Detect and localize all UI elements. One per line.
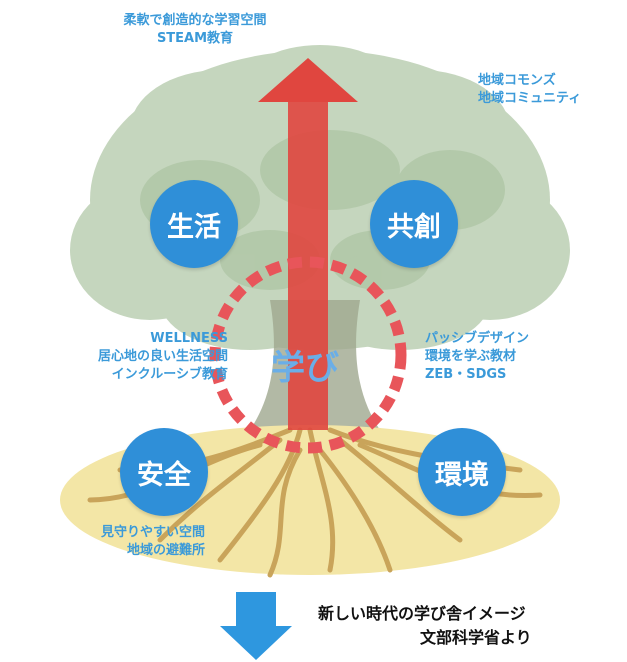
left-label-line: WELLNESS: [150, 331, 228, 346]
dashed-ring: [209, 256, 407, 454]
circle-seikatsu: 生活: [150, 180, 238, 268]
right-label-line: ZEB・SDGS: [425, 367, 507, 382]
top-label-line: 柔軟で創造的な学習空間: [123, 13, 267, 28]
top-label-line: STEAM教育: [156, 31, 234, 46]
blue-down-arrow: [220, 592, 292, 660]
right-label: パッシブデザイン 環境を学ぶ教材 ZEB・SDGS: [425, 330, 529, 384]
circle-kankyou: 環境: [418, 428, 506, 516]
footer-line-1: 新しい時代の学び舎イメージ: [318, 604, 526, 623]
top-label: 柔軟で創造的な学習空間 STEAM教育: [80, 12, 310, 48]
left-label-line: インクルーシブ教育: [111, 367, 228, 382]
footer-line-2: 文部科学省より: [420, 628, 532, 647]
top-right-label-line: 地域コモンズ: [478, 73, 556, 88]
bottom-left-label: 見守りやすい空間 地域の避難所: [30, 524, 205, 560]
left-label-line: 居心地の良い生活空間: [97, 349, 228, 364]
bottom-left-label-line: 見守りやすい空間: [100, 525, 205, 540]
bottom-left-label-line: 地域の避難所: [126, 543, 205, 558]
circle-kyousou: 共創: [370, 180, 458, 268]
top-right-label-line: 地域コミュニティ: [478, 91, 582, 106]
right-label-line: 環境を学ぶ教材: [425, 349, 517, 364]
center-manabi: 学び: [271, 348, 339, 388]
circle-anzen: 安全: [120, 428, 208, 516]
right-label-line: パッシブデザイン: [425, 331, 530, 346]
left-label: WELLNESS 居心地の良い生活空間 インクルーシブ教育: [40, 330, 228, 384]
top-right-label: 地域コモンズ 地域コミュニティ: [478, 72, 581, 108]
